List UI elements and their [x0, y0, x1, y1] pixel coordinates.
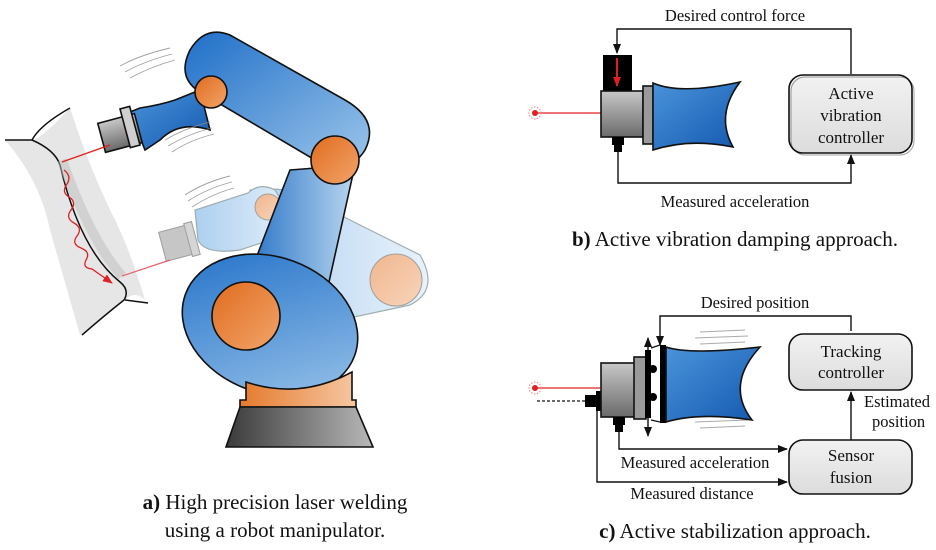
tracking-label-2: controller — [818, 363, 884, 382]
weld-seam-path — [63, 169, 113, 284]
signal-measured-distance: Measured distance — [630, 484, 753, 503]
wire-desired-position — [656, 315, 852, 346]
wire-measured-acceleration-b — [617, 152, 855, 184]
caption-b-text: Active vibration damping approach. — [591, 227, 898, 251]
signal-desired-position: Desired position — [701, 293, 810, 312]
panel-a-robot-illustration: a) High precision laser welding using a … — [5, 31, 429, 542]
caption-c: c) Active stabilization approach. — [599, 519, 871, 543]
robot-wrist — [128, 88, 212, 152]
laser-beam-ghost — [121, 259, 171, 277]
joint-elbow — [310, 135, 360, 185]
tracking-controller-box — [788, 333, 913, 391]
sensor-head-b — [600, 90, 644, 138]
robot-base — [224, 406, 375, 448]
caption-c-prefix: c) — [599, 519, 615, 543]
caption-a-line2: using a robot manipulator. — [165, 518, 385, 542]
caption-a-prefix: a) — [143, 490, 161, 514]
wire-control-force — [613, 28, 852, 74]
signal-measured-acceleration-c: Measured acceleration — [621, 453, 770, 472]
signal-estimated-position-2: position — [872, 412, 925, 431]
caption-b-prefix: b) — [572, 227, 591, 251]
signal-estimated-position-1: Estimated — [864, 392, 931, 411]
fusion-label-1: Sensor — [828, 446, 875, 465]
active-vibration-controller-box — [788, 74, 913, 154]
stabilizer-plate — [645, 350, 651, 418]
panel-b-damping-diagram: Desired control force Active vibration c… — [528, 6, 915, 251]
tool-flange-b — [652, 80, 742, 152]
vibration-motion-lines — [119, 47, 235, 208]
controller-label-3: controller — [818, 128, 884, 147]
panel-c-stabilization-diagram: Desired position Tracking controller — [528, 293, 931, 543]
joint-wrist — [194, 75, 228, 109]
laser-beam — [61, 144, 111, 163]
caption-b: b) Active vibration damping approach. — [572, 227, 898, 251]
laser-spot-b — [532, 110, 538, 116]
caption-a-line1: a) High precision laser welding — [143, 490, 408, 514]
signal-measured-acceleration-b: Measured acceleration — [661, 192, 810, 211]
laser-spot-c — [532, 385, 538, 391]
signal-desired-control-force: Desired control force — [665, 6, 805, 25]
caption-c-text: Active stabilization approach. — [615, 519, 870, 543]
wire-measured-distance — [596, 411, 788, 486]
laser-tool-head — [96, 105, 144, 154]
controller-label-1: Active — [828, 84, 873, 103]
tracking-label-1: Tracking — [821, 342, 882, 361]
joint-shoulder — [211, 281, 281, 351]
caption-a-text: High precision laser welding — [160, 490, 408, 514]
fusion-label-2: fusion — [830, 468, 873, 487]
tool-flange-c — [665, 345, 763, 424]
wire-measured-acceleration-c — [618, 432, 788, 453]
controller-label-2: vibration — [820, 106, 882, 125]
robot-upper-arm — [184, 31, 371, 167]
